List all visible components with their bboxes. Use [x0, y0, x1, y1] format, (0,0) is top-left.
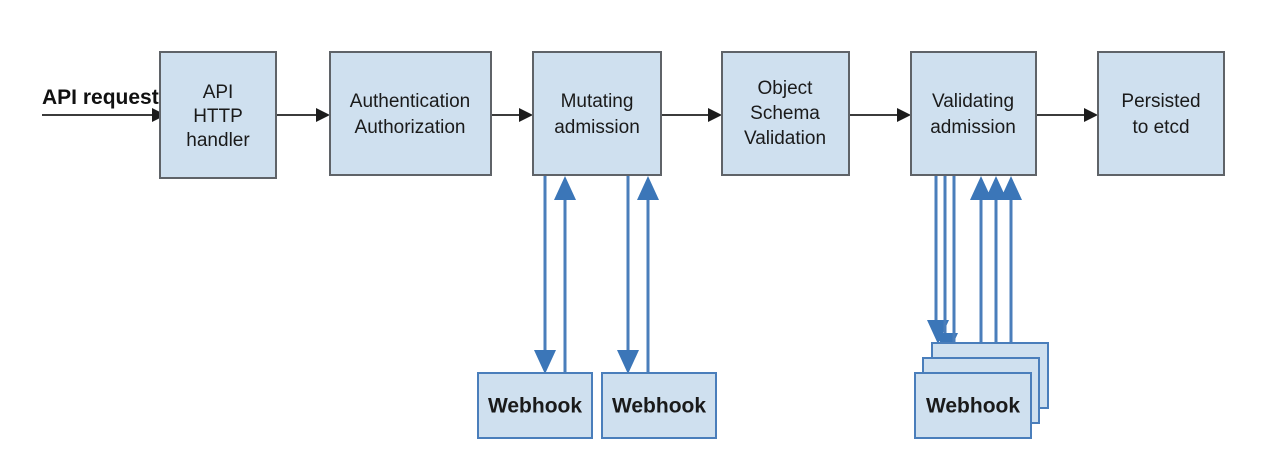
node-label-line: Validation — [744, 128, 826, 149]
mutating-webhook-2-call-arrow — [617, 176, 639, 374]
node-label-line: Persisted — [1121, 91, 1200, 112]
node-label-line: Schema — [750, 103, 820, 124]
webhook-node-mutating-1[interactable]: Webhook — [477, 372, 593, 439]
validating-webhook-response-arrow-3 — [1000, 176, 1022, 347]
node-label-line: Validating — [932, 91, 1014, 112]
webhook-label: Webhook — [926, 395, 1020, 418]
connector-auth-to-mutating — [491, 108, 533, 122]
pipeline-node-api-http-handler[interactable]: API HTTP handler — [159, 51, 277, 179]
node-label-line: handler — [186, 130, 250, 151]
mutating-webhook-2-response-arrow — [637, 176, 659, 374]
pipeline-node-mutating-admission[interactable]: Mutating admission — [532, 51, 662, 176]
node-label-line: Mutating — [561, 91, 634, 112]
api-request-entry: API request — [42, 86, 166, 122]
pipeline-connectors — [276, 108, 1098, 122]
webhook-node-mutating-2[interactable]: Webhook — [601, 372, 717, 439]
webhook-node-validating-stack[interactable]: Webhook — [914, 342, 1049, 439]
mutating-webhook-1-response-arrow — [554, 176, 576, 374]
connector-mutating-to-schema — [661, 108, 722, 122]
webhook-stack-card-front — [914, 372, 1032, 439]
webhook-label: Webhook — [612, 395, 706, 418]
node-label-line: admission — [930, 117, 1016, 138]
node-label-line: Authorization — [355, 117, 466, 138]
pipeline-node-validating-admission[interactable]: Validating admission — [910, 51, 1037, 176]
node-label-line: Authentication — [350, 91, 470, 112]
mutating-webhook-1-call-arrow — [534, 176, 556, 374]
validating-webhook-response-arrow-2 — [985, 176, 1007, 360]
connector-schema-to-validating — [849, 108, 911, 122]
pipeline-node-persisted-to-etcd[interactable]: Persisted to etcd — [1097, 51, 1225, 176]
mutating-webhook-arrows — [534, 176, 659, 374]
node-label-line: API — [203, 82, 234, 103]
webhook-label: Webhook — [488, 395, 582, 418]
node-label-line: Object — [758, 78, 814, 99]
node-label-line: to etcd — [1132, 117, 1189, 138]
node-label-line: admission — [554, 117, 640, 138]
connector-handler-to-auth — [276, 108, 330, 122]
pipeline-node-authentication-authorization[interactable]: Authentication Authorization — [329, 51, 492, 176]
api-request-label: API request — [42, 86, 159, 109]
pipeline-node-object-schema-validation[interactable]: Object Schema Validation — [721, 51, 850, 176]
node-label-line: HTTP — [193, 106, 243, 127]
connector-validating-to-etcd — [1036, 108, 1098, 122]
